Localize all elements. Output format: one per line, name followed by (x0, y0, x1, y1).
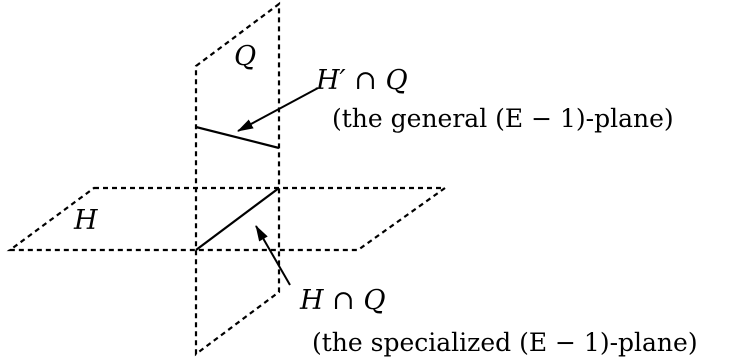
plane-h-outline (6, 186, 449, 252)
general-arrow (237, 87, 319, 132)
general-plane-name: H′ ∩ Q (316, 65, 408, 96)
specialized-plane-description: (the specialized (E − 1)-plane) (312, 328, 698, 357)
specialized-plane-name: H ∩ Q (300, 285, 386, 316)
specialized-arrow (255, 225, 291, 286)
general-intersection-line (195, 125, 280, 150)
plane-h-label: H (74, 205, 98, 236)
plane-q-outline (194, 1, 281, 357)
specialized-intersection-line (195, 187, 280, 251)
general-plane-description: (the general (E − 1)-plane) (332, 104, 674, 133)
plane-q-label: Q (234, 41, 257, 72)
